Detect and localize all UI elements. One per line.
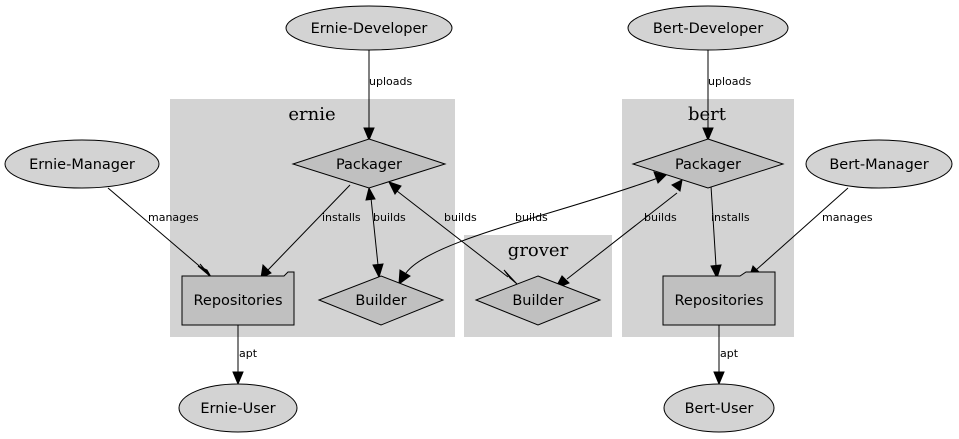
node-bert-manager: Bert-Manager: [805, 139, 953, 189]
edge-label-bert-builds-ernie: builds: [515, 211, 548, 224]
node-ernie-packager: Packager: [291, 138, 447, 189]
edge-bert-builds-ernie: builds: [398, 171, 667, 286]
edge-bert-uploads: uploads: [702, 50, 751, 142]
edge-ernie-installs: installs: [260, 184, 361, 279]
node-ernie-builder: Builder: [317, 275, 445, 326]
node-grover-builder-label: Builder: [512, 293, 563, 309]
node-ernie-repositories-label: Repositories: [193, 293, 282, 309]
edge-label-ernie-apt: apt: [239, 347, 258, 360]
node-ernie-user: Ernie-User: [178, 383, 298, 433]
node-bert-packager: Packager: [631, 138, 785, 189]
node-ernie-developer-label: Ernie-Developer: [311, 21, 428, 37]
edge-label-ernie-manages: manages: [148, 211, 199, 224]
node-ernie-repositories: Repositories: [181, 271, 295, 326]
node-grover-builder: Builder: [474, 275, 602, 326]
node-bert-packager-label: Packager: [675, 157, 741, 173]
node-bert-user: Bert-User: [663, 383, 775, 433]
edge-label-bert-installs: installs: [711, 211, 750, 224]
node-ernie-developer: Ernie-Developer: [285, 5, 453, 51]
node-bert-repositories: Repositories: [662, 271, 776, 326]
node-bert-developer-label: Bert-Developer: [653, 21, 763, 37]
edge-bert-installs: installs: [710, 185, 750, 280]
edge-label-ernie-builds-local: builds: [373, 211, 406, 224]
edge-bert-apt: apt: [713, 325, 739, 386]
edge-label-ernie-builds-grover: builds: [444, 211, 477, 224]
edge-label-ernie-uploads: uploads: [369, 75, 412, 88]
node-bert-developer: Bert-Developer: [627, 5, 789, 51]
node-ernie-manager: Ernie-Manager: [4, 139, 160, 189]
node-bert-user-label: Bert-User: [685, 401, 754, 417]
edge-ernie-apt: apt: [232, 325, 258, 386]
cluster-grover-label: grover: [508, 240, 569, 261]
node-bert-repositories-label: Repositories: [674, 293, 763, 309]
edge-ernie-builds-local: builds: [365, 186, 406, 279]
edge-ernie-uploads: uploads: [363, 50, 412, 142]
edge-ernie-builds-grover: builds: [388, 181, 518, 285]
cluster-bert-label: bert: [688, 104, 727, 125]
edge-label-ernie-installs: installs: [322, 211, 361, 224]
node-ernie-manager-label: Ernie-Manager: [29, 157, 135, 173]
edge-bert-builds-grover: builds: [553, 179, 683, 291]
node-bert-manager-label: Bert-Manager: [829, 157, 928, 173]
node-ernie-user-label: Ernie-User: [200, 401, 275, 417]
cluster-ernie-label: ernie: [288, 104, 335, 125]
edge-label-bert-apt: apt: [720, 347, 739, 360]
node-ernie-builder-label: Builder: [355, 293, 406, 309]
edge-ernie-manages: manages: [107, 187, 213, 279]
node-ernie-packager-label: Packager: [336, 157, 402, 173]
edge-label-bert-manages: manages: [822, 211, 873, 224]
edge-label-bert-builds-grover: builds: [644, 211, 677, 224]
edge-label-bert-uploads: uploads: [708, 75, 751, 88]
